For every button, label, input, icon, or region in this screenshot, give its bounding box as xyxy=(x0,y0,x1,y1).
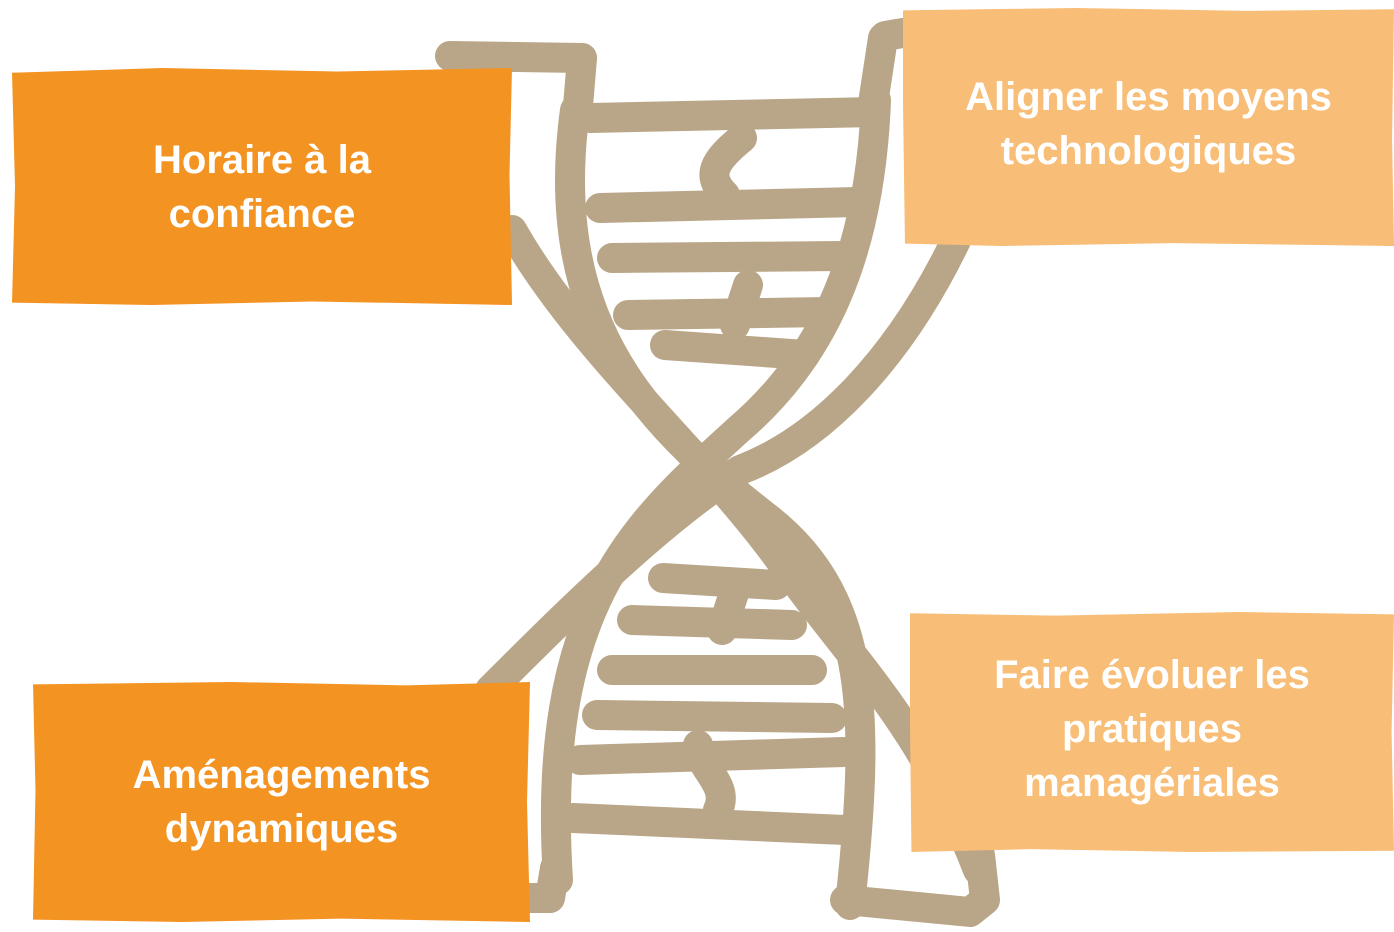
card-line: technologiques xyxy=(1000,129,1297,173)
card-line: pratiques xyxy=(1061,707,1243,751)
card-pratiques-manageriales: Faire évoluer les pratiques managériales xyxy=(910,612,1394,852)
card-line: managériales xyxy=(1024,761,1280,805)
card-horaire-confiance: Horaire à la confiance xyxy=(12,68,512,305)
card-aligner-moyens: Aligner les moyens technologiques xyxy=(903,8,1394,246)
card-line: Faire évoluer les xyxy=(994,653,1310,697)
card-horaire-confiance-text: Horaire à la confiance xyxy=(153,133,371,241)
card-line: Aligner les moyens xyxy=(965,75,1332,119)
card-line: Horaire à la xyxy=(153,137,371,182)
card-line: dynamiques xyxy=(164,807,399,851)
card-amenagements-dynamiques-text: Aménagements dynamiques xyxy=(133,748,431,856)
card-aligner-moyens-text: Aligner les moyens technologiques xyxy=(965,70,1332,178)
card-line: confiance xyxy=(168,191,356,236)
card-pratiques-manageriales-text: Faire évoluer les pratiques managériales xyxy=(994,648,1310,810)
card-line: Aménagements xyxy=(132,753,431,797)
card-amenagements-dynamiques: Aménagements dynamiques xyxy=(33,682,530,922)
